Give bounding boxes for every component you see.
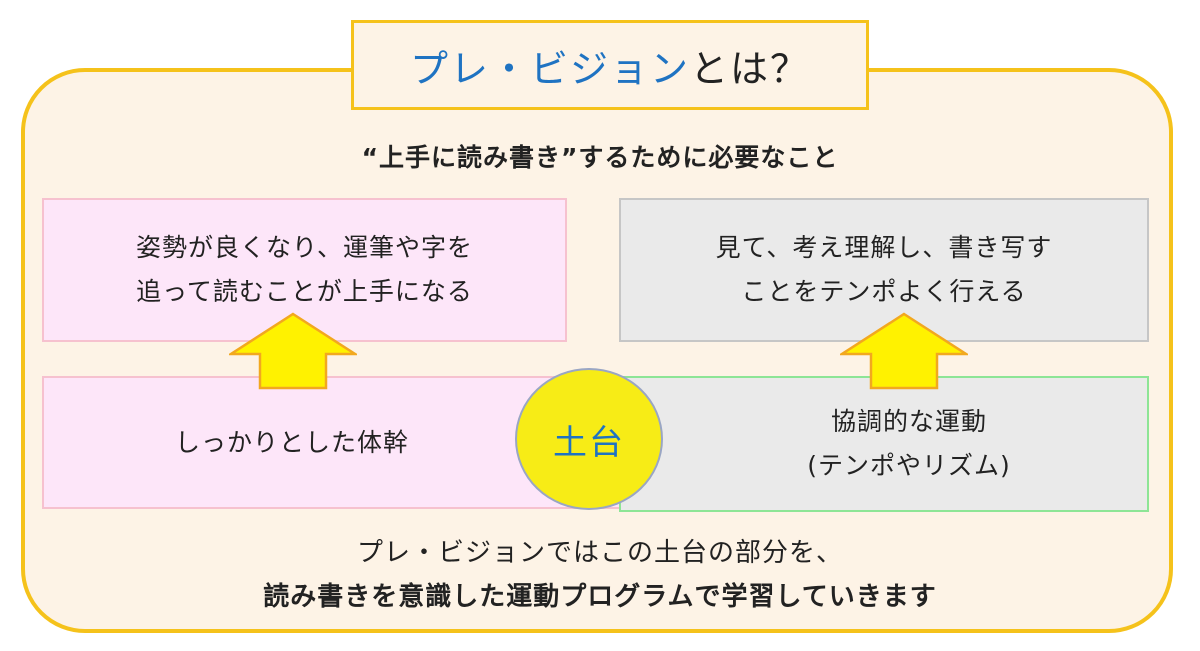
bottom-right-line1: 協調的な運動 xyxy=(830,407,987,436)
title-box: プレ・ビジョンとは？ xyxy=(351,20,869,110)
top-right-box: 見て、考え理解し、書き写す ことをテンポよく行える xyxy=(619,198,1149,342)
top-right-line1: 見て、考え理解し、書き写す xyxy=(715,233,1053,262)
footer-text: プレ・ビジョンではこの土台の部分を、 読み書きを意識した運動プログラムで学習して… xyxy=(0,531,1200,619)
foundation-circle: 土台 xyxy=(515,368,663,510)
foundation-label: 土台 xyxy=(553,422,625,463)
subtitle: “上手に読み書き”するために必要なこと xyxy=(361,143,839,172)
top-right-line2: ことをテンポよく行える xyxy=(741,277,1027,306)
bottom-right-line2: (テンポやリズム) xyxy=(807,451,1011,480)
top-left-line2: 追って読むことが上手になる xyxy=(136,277,473,306)
bottom-left-line1: しっかりとした体幹 xyxy=(174,427,409,457)
top-left-line1: 姿勢が良くなり、運筆や字を xyxy=(135,233,473,262)
up-arrow-icon xyxy=(229,312,357,390)
bottom-right-box: 協調的な運動 (テンポやリズム) xyxy=(619,376,1149,512)
footer-line1: プレ・ビジョンではこの土台の部分を、 xyxy=(356,538,843,568)
title-accent: プレ・ビジョン xyxy=(409,46,690,91)
top-left-box: 姿勢が良くなり、運筆や字を 追って読むことが上手になる xyxy=(42,198,567,342)
up-arrow-icon xyxy=(840,312,968,390)
title-rest: とは？ xyxy=(690,46,811,91)
footer-line2: 読み書きを意識した運動プログラムで学習していきます xyxy=(263,582,937,612)
outer-frame xyxy=(21,68,1173,633)
